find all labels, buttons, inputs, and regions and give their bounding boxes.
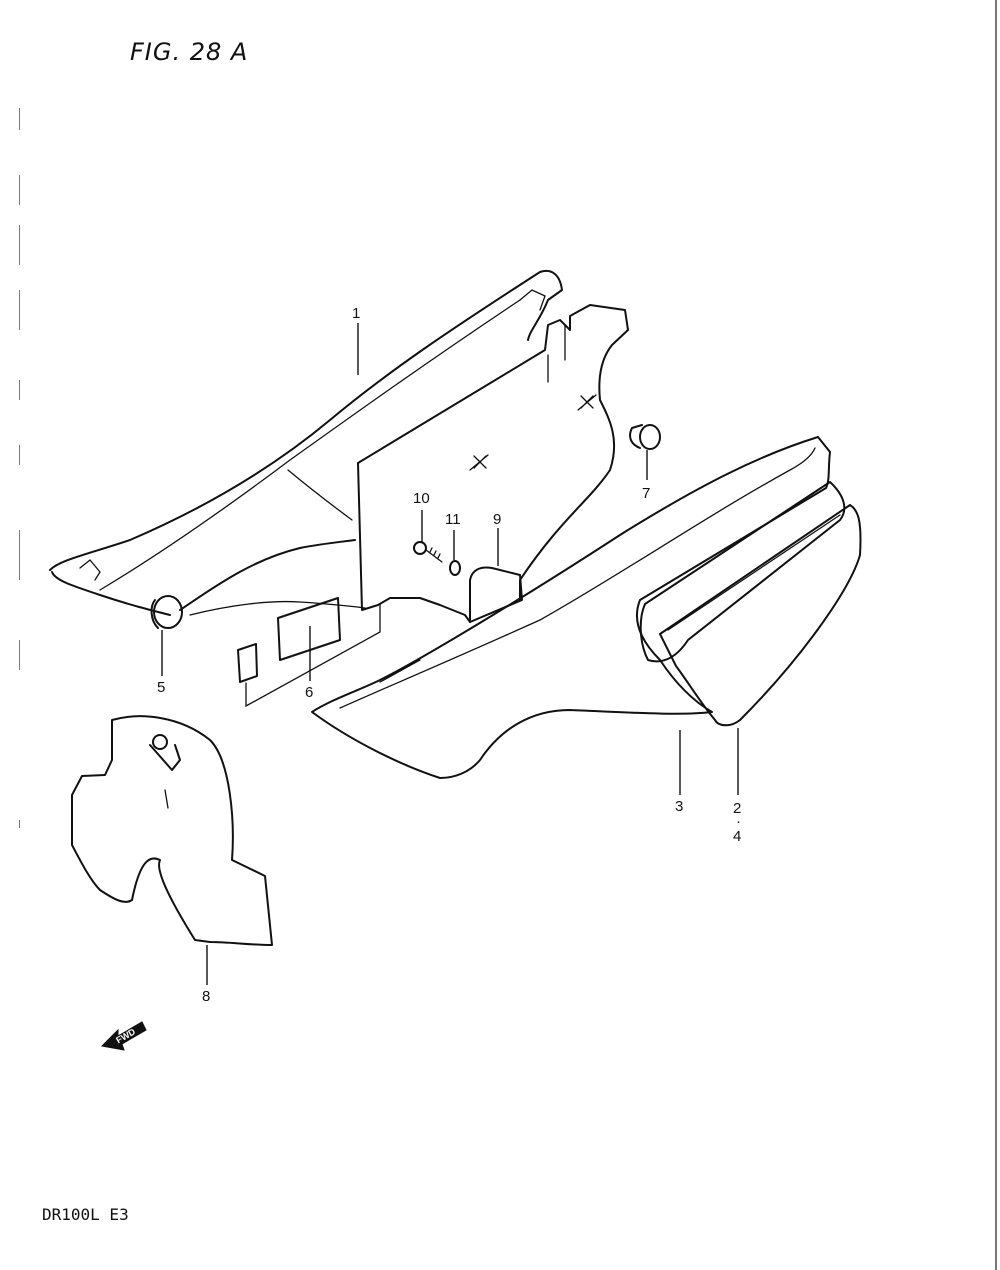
part-6-decals [237,597,381,708]
callout-7: 7 [642,485,650,502]
callout-2-4-separator: · [736,813,741,830]
callout-1: 1 [352,305,360,322]
callout-10: 10 [413,490,430,507]
part-2-4-emblem [639,481,862,727]
callout-6: 6 [305,684,313,701]
part-inner-panel [357,304,629,623]
part-3-side-cover [311,436,831,779]
figure-title: FIG. 28 A [130,38,249,66]
callout-8: 8 [202,988,210,1005]
part-10-screw [413,541,443,563]
part-7-grommet [629,424,661,450]
callout-5: 5 [157,679,165,696]
part-9-cushion-block [469,566,523,623]
callout-9: 9 [493,511,501,528]
leader-lines [161,323,739,985]
fwd-arrow-icon: FWD [100,1021,147,1051]
part-5-grommet [150,595,183,629]
callout-11: 11 [445,511,461,528]
scan-artifacts [19,0,997,1270]
callout-2: 2 [733,800,741,817]
callout-3: 3 [675,798,683,815]
callout-4: 4 [733,828,741,845]
model-code: DR100L E3 [42,1205,129,1224]
part-8-plate [71,715,273,946]
part-11-washer [449,560,461,576]
part-1-frame-cover [49,270,563,616]
callout-labels: 1 2 · 4 3 5 6 7 8 9 10 11 [157,305,741,1005]
